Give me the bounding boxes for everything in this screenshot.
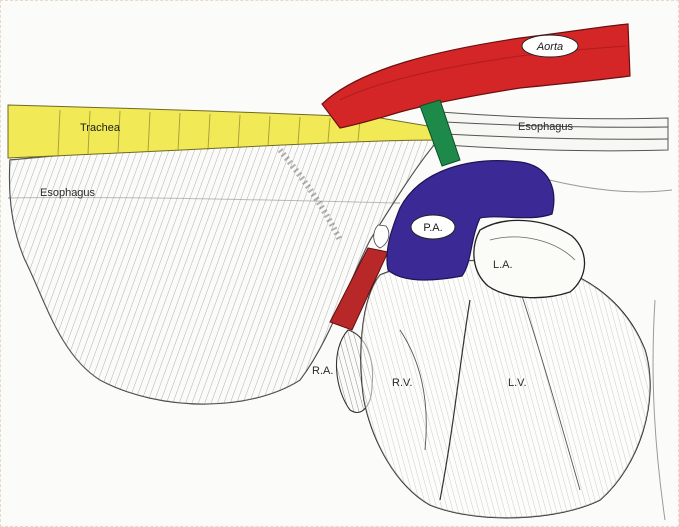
label-aorta: Aorta [536,41,563,53]
label-lv: L.V. [508,377,527,389]
left-atrium [474,220,585,297]
label-esophagus-lower: Esophagus [40,187,96,199]
label-la: L.A. [493,259,513,271]
label-rv: R.V. [392,377,412,389]
heart [361,261,650,518]
aorta [322,24,630,128]
label-ra: R.A. [312,365,333,377]
label-trachea: Trachea [80,122,121,134]
label-esophagus-upper: Esophagus [518,121,574,133]
label-pa: P.A. [423,222,442,234]
